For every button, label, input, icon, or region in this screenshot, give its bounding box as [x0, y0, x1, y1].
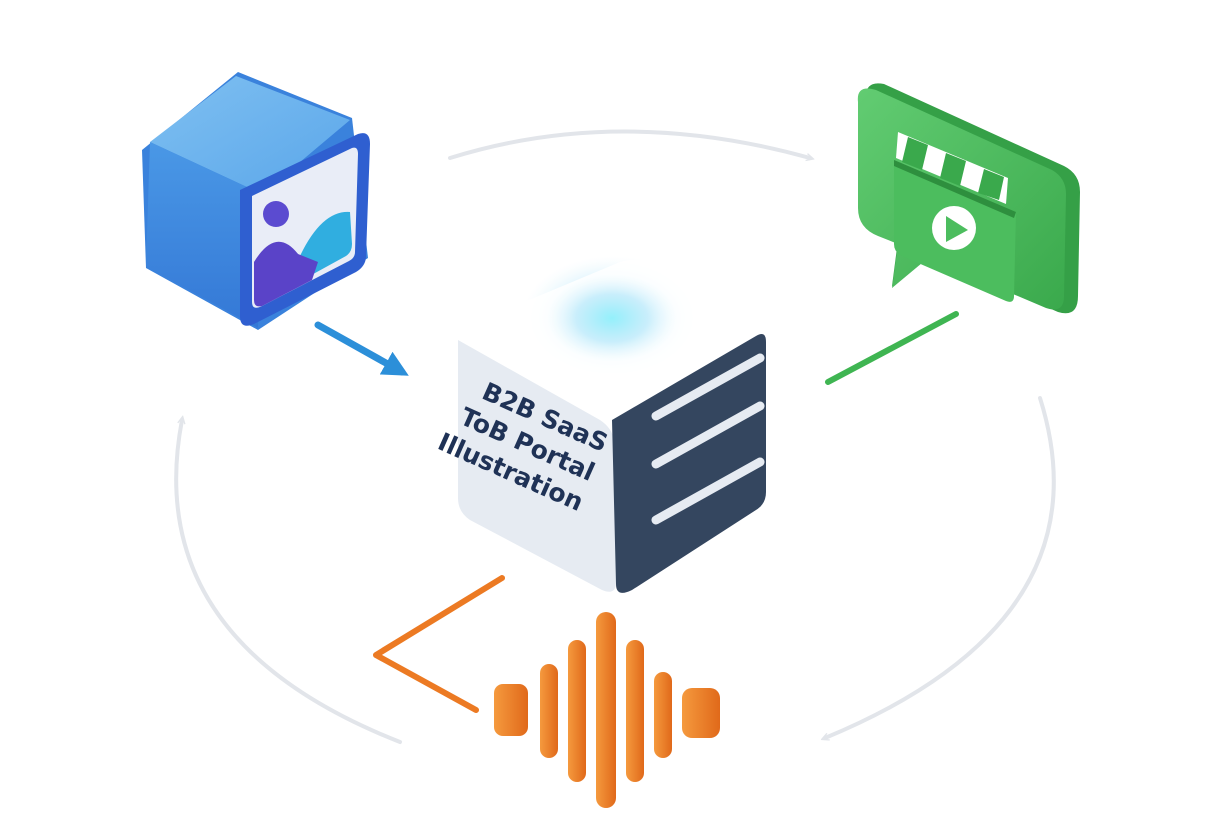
hub-glow-core: [546, 274, 678, 362]
image-icon: [254, 201, 352, 307]
image-cube-left: [146, 142, 262, 328]
hub-server-lines: [651, 353, 765, 525]
image-node: [142, 72, 370, 330]
cycle-arrow-top: [448, 129, 810, 159]
hub-node: B2B SaaS ToB Portal Illustration: [434, 256, 766, 593]
image-cube-top: [150, 76, 350, 194]
video-node: [857, 83, 1080, 314]
cycle-arrow-left: [174, 420, 402, 744]
image-to-hub-arrow: [314, 321, 409, 376]
hub-front-face: [458, 340, 616, 592]
hub-side-face: [612, 334, 766, 593]
video-clapper-icon: [894, 132, 1016, 302]
audio-to-hub-line: [373, 575, 505, 713]
cycle-arrow-right: [825, 396, 1056, 738]
cycle-arrows: [174, 129, 1056, 744]
video-to-hub-line: [825, 311, 959, 385]
audio-node: [494, 612, 720, 808]
audio-waveform-icon: [494, 612, 720, 808]
